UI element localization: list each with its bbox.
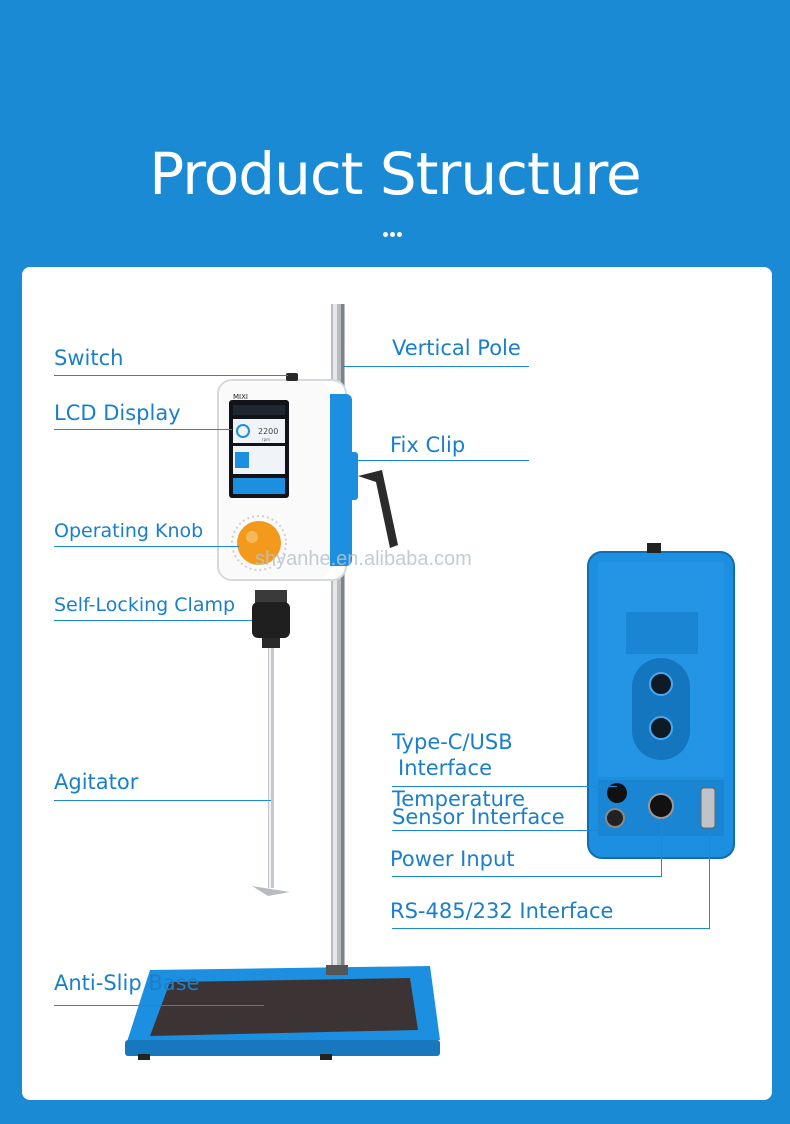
operating-knob-icon <box>237 521 281 565</box>
label-lcd-display: LCD Display <box>54 401 181 425</box>
label-temperature: Temperature <box>392 787 526 811</box>
device-speed: 2200 <box>258 427 278 436</box>
label-anti-slip-base: Anti-Slip Base <box>54 971 200 995</box>
knob-line <box>54 546 239 547</box>
label-type-c-usb: Type-C/USB <box>392 730 513 754</box>
label-vertical-pole: Vertical Pole <box>392 336 521 360</box>
switch-icon <box>286 373 298 381</box>
clamp-line <box>54 620 252 621</box>
rs485-line-v <box>709 830 710 928</box>
pole-line <box>343 366 529 367</box>
self-locking-clamp <box>252 602 290 638</box>
temperature-port <box>605 808 625 828</box>
label-self-locking-clamp: Self-Locking Clamp <box>54 594 236 616</box>
label-fix-clip: Fix Clip <box>390 433 466 457</box>
agitator-line <box>54 800 271 801</box>
label-temperature-2: Sensor Interface <box>392 805 565 829</box>
rs485-line-h <box>392 928 710 929</box>
device-unit: rpm <box>262 437 270 442</box>
watermark: shyanhe.en.alibaba.com <box>255 548 472 570</box>
usb-line <box>392 786 617 787</box>
label-type-c-usb-2: Interface <box>398 756 493 780</box>
clip-line <box>358 460 529 461</box>
label-rs485: RS-485/232 Interface <box>390 899 614 923</box>
power-line-h <box>392 876 662 877</box>
usb-port <box>607 783 627 803</box>
rs485-port <box>700 787 716 829</box>
lcd-line <box>54 429 232 430</box>
label-operating-knob: Operating Knob <box>54 520 204 542</box>
label-switch: Switch <box>54 346 124 370</box>
label-power-input: Power Input <box>390 847 515 871</box>
page-title: Product Structure <box>149 140 641 208</box>
label-agitator: Agitator <box>54 770 139 794</box>
temp-line <box>392 830 598 831</box>
base-line <box>54 1005 264 1006</box>
title-dots <box>383 222 407 237</box>
power-port <box>648 793 674 819</box>
fix-clip <box>343 452 358 500</box>
power-line-v <box>661 818 662 876</box>
switch-line <box>54 375 288 376</box>
device-brand: MIXI <box>233 393 248 401</box>
